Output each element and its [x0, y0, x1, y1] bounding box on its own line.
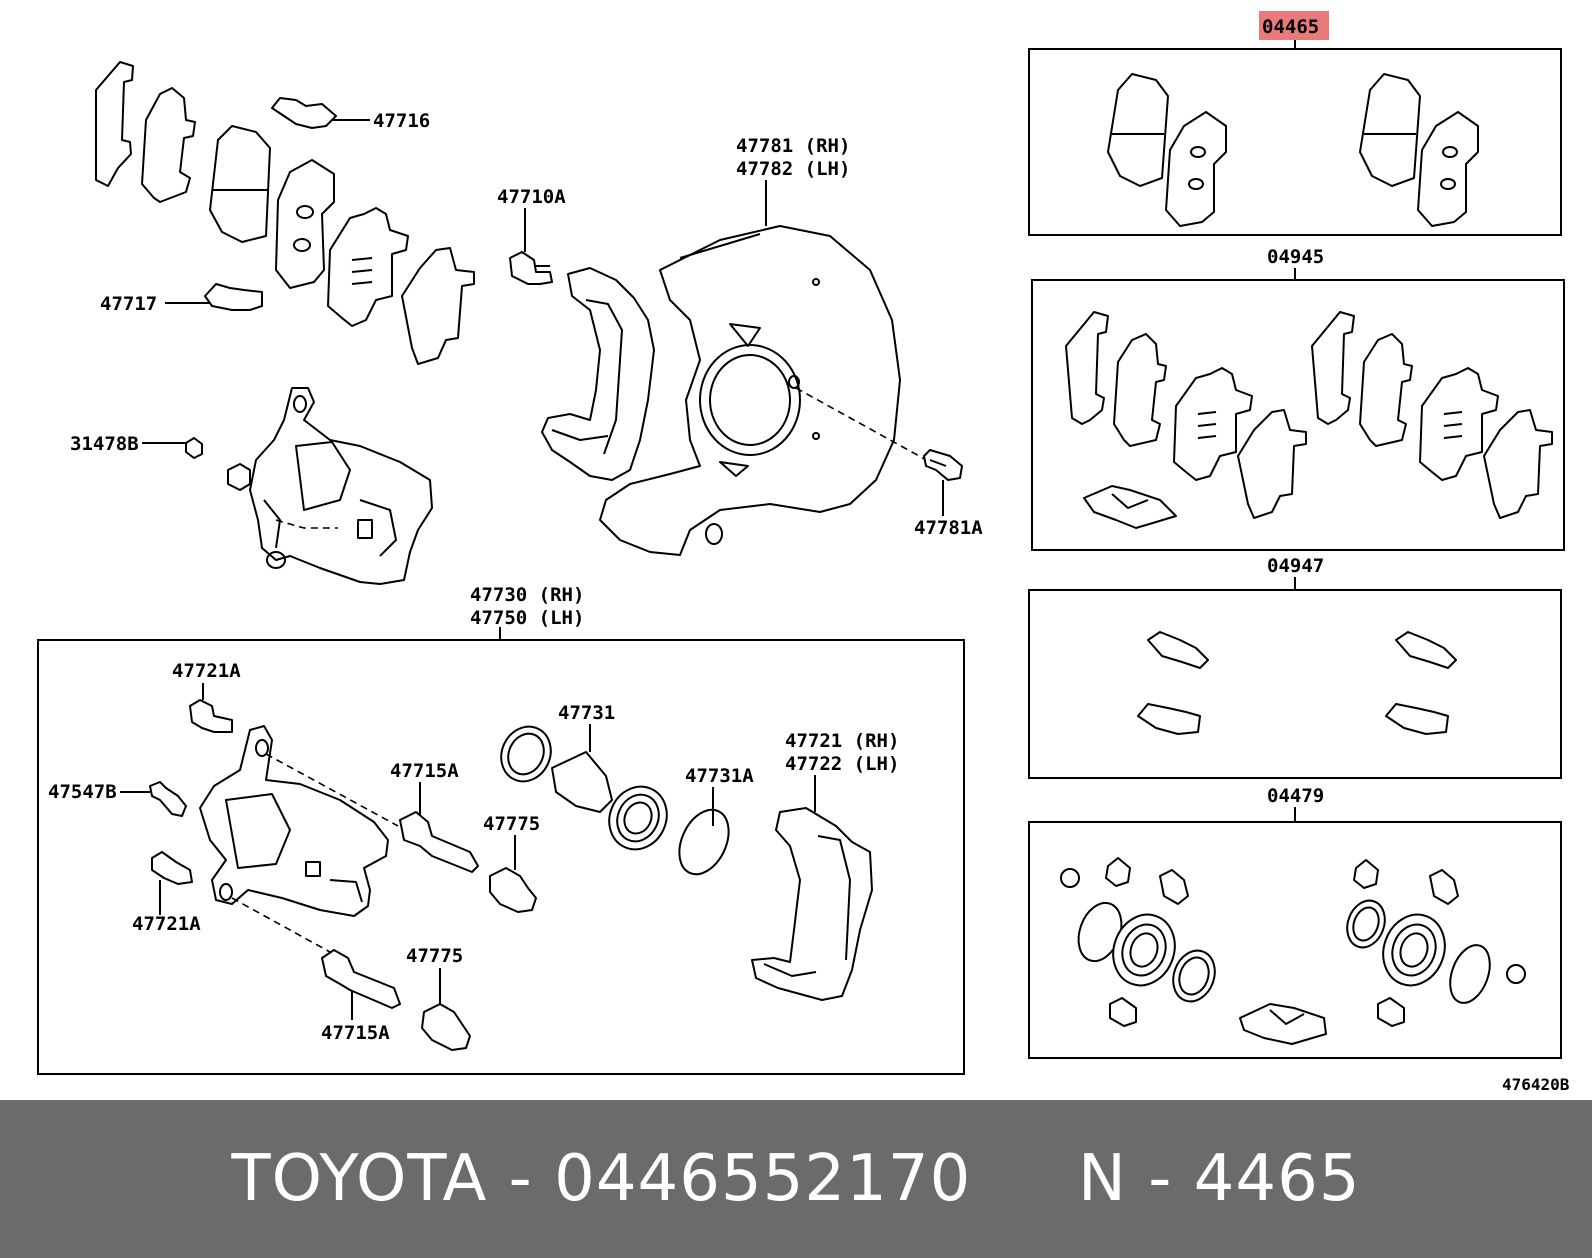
caliper-body [199, 725, 389, 917]
leader-lines [120, 40, 1296, 1020]
figure-code: 476420B [1502, 1075, 1570, 1094]
part-label-47717[interactable]: 47717 [100, 293, 157, 315]
pad-stack-top-left [95, 61, 475, 365]
boot-47775-top [489, 867, 537, 913]
part-label-47782-lh[interactable]: 47782 (LH) [736, 158, 850, 180]
part-label-47721a-bottom[interactable]: 47721A [132, 913, 201, 935]
part-number-text: TOYOTA - 0446552170 N - 4465 [231, 1142, 1361, 1216]
part-label-47781a[interactable]: 47781A [914, 517, 983, 539]
caliper-bracket-47721 [751, 807, 873, 1001]
kit-box-04947[interactable] [1028, 589, 1562, 779]
part-label-47781-rh[interactable]: 47781 (RH) [736, 135, 850, 157]
pin-47715a-top [399, 811, 479, 873]
part-label-31478b[interactable]: 31478B [70, 433, 139, 455]
mount-bracket [541, 267, 655, 481]
part-label-47731[interactable]: 47731 [558, 702, 615, 724]
part-label-47715a-bottom[interactable]: 47715A [321, 1022, 390, 1044]
boot-47775-bottom [421, 1003, 471, 1051]
kit-box-04479[interactable] [1028, 821, 1562, 1059]
part-label-47716[interactable]: 47716 [373, 110, 430, 132]
part-label-47775-top[interactable]: 47775 [483, 813, 540, 835]
kit-04465-parts [1107, 73, 1479, 227]
part-label-47715a-top[interactable]: 47715A [390, 760, 459, 782]
seal-and-piston [500, 725, 730, 876]
kit-box-04945[interactable] [1031, 279, 1565, 551]
part-label-47750-lh[interactable]: 47750 (LH) [470, 607, 584, 629]
part-label-47721-rh[interactable]: 47721 (RH) [785, 730, 899, 752]
part-label-47547b[interactable]: 47547B [48, 781, 117, 803]
part-label-47710a[interactable]: 47710A [497, 186, 566, 208]
caliper-upper [185, 387, 433, 585]
highlight-04465 [1259, 11, 1329, 40]
bolt-47721a-bottom [151, 851, 193, 885]
part-label-47730-rh[interactable]: 47730 (RH) [470, 584, 584, 606]
bolt-47781a [923, 449, 963, 481]
bleeder-47547b [149, 781, 187, 817]
part-label-47722-lh[interactable]: 47722 (LH) [785, 753, 899, 775]
part-number-banner: TOYOTA - 0446552170 N - 4465 [0, 1100, 1592, 1258]
kit-label-04465[interactable]: 04465 [1262, 16, 1319, 38]
kit-04945-parts [1065, 311, 1553, 529]
kit-label-04479[interactable]: 04479 [1267, 785, 1324, 807]
kit-label-04945[interactable]: 04945 [1267, 246, 1324, 268]
dust-cover [599, 225, 901, 556]
bolt-47710a [509, 251, 553, 285]
kit-box-04465[interactable] [1028, 48, 1562, 236]
part-label-47721a-top[interactable]: 47721A [172, 660, 241, 682]
pin-47715a-bottom [321, 949, 401, 1009]
kit-label-04947[interactable]: 04947 [1267, 555, 1324, 577]
caliper-assembly-box[interactable] [37, 639, 965, 1075]
part-label-47731a[interactable]: 47731A [685, 765, 754, 787]
kit-04947-parts [1137, 631, 1457, 735]
part-label-47775-bottom[interactable]: 47775 [406, 945, 463, 967]
bolt-47721a-top [189, 699, 233, 733]
kit-04479-parts [1060, 857, 1526, 1045]
parts-diagram: 04465 04945 04947 04479 47716 47717 3147… [37, 11, 1570, 1094]
